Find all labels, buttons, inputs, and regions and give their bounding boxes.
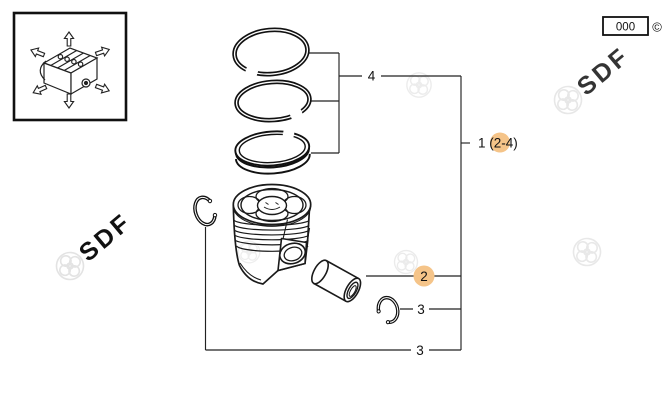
sdf-watermark bbox=[567, 232, 607, 272]
copyright-icon: © bbox=[652, 20, 662, 35]
exploded-view-thumbnail[interactable] bbox=[12, 11, 128, 122]
sdf-watermark-text: SDF bbox=[572, 42, 635, 101]
snap-ring-left-drawing bbox=[193, 195, 218, 227]
piston-drawing bbox=[232, 183, 312, 285]
sdf-watermark-text: SDF bbox=[74, 208, 137, 267]
assembly-label-highlighted[interactable]: 2 bbox=[494, 136, 502, 151]
callout-label-assembly[interactable]: 1 (2-4) bbox=[478, 136, 518, 151]
sheet-number: 000 bbox=[616, 22, 635, 34]
assembly-label-pre: 1 ( bbox=[478, 136, 494, 151]
highlight-badge-pin[interactable] bbox=[413, 265, 435, 287]
callout-label-rings[interactable]: 4 bbox=[368, 69, 376, 84]
sheet-number-box[interactable]: 000 bbox=[602, 16, 649, 36]
highlight-badge-assembly[interactable] bbox=[490, 132, 510, 153]
engine-block-icon bbox=[39, 47, 99, 96]
callout-label-pin[interactable]: 2 bbox=[420, 269, 428, 284]
snap-ring-left-leader-line bbox=[204, 227, 461, 351]
sdf-watermark: SDF bbox=[50, 208, 137, 286]
piston-ring-2 bbox=[234, 79, 312, 123]
piston-pin-drawing bbox=[310, 259, 362, 303]
callout-lines bbox=[204, 52, 470, 351]
sdf-watermark: SDF bbox=[548, 42, 635, 120]
assembly-label-post: -4) bbox=[501, 136, 518, 151]
piston-rings-drawing bbox=[232, 27, 312, 175]
sdf-watermark bbox=[401, 67, 437, 103]
sdf-watermark-layer: SDF SDF bbox=[50, 42, 635, 286]
piston-ring-3 bbox=[234, 128, 311, 175]
piston-ring-1 bbox=[232, 27, 310, 79]
callout-label-snap-ring-left[interactable]: 3 bbox=[416, 343, 424, 358]
ring-tick-lines bbox=[308, 52, 339, 154]
snap-ring-right-drawing bbox=[376, 295, 400, 325]
callout-label-snap-ring-right[interactable]: 3 bbox=[417, 302, 425, 317]
